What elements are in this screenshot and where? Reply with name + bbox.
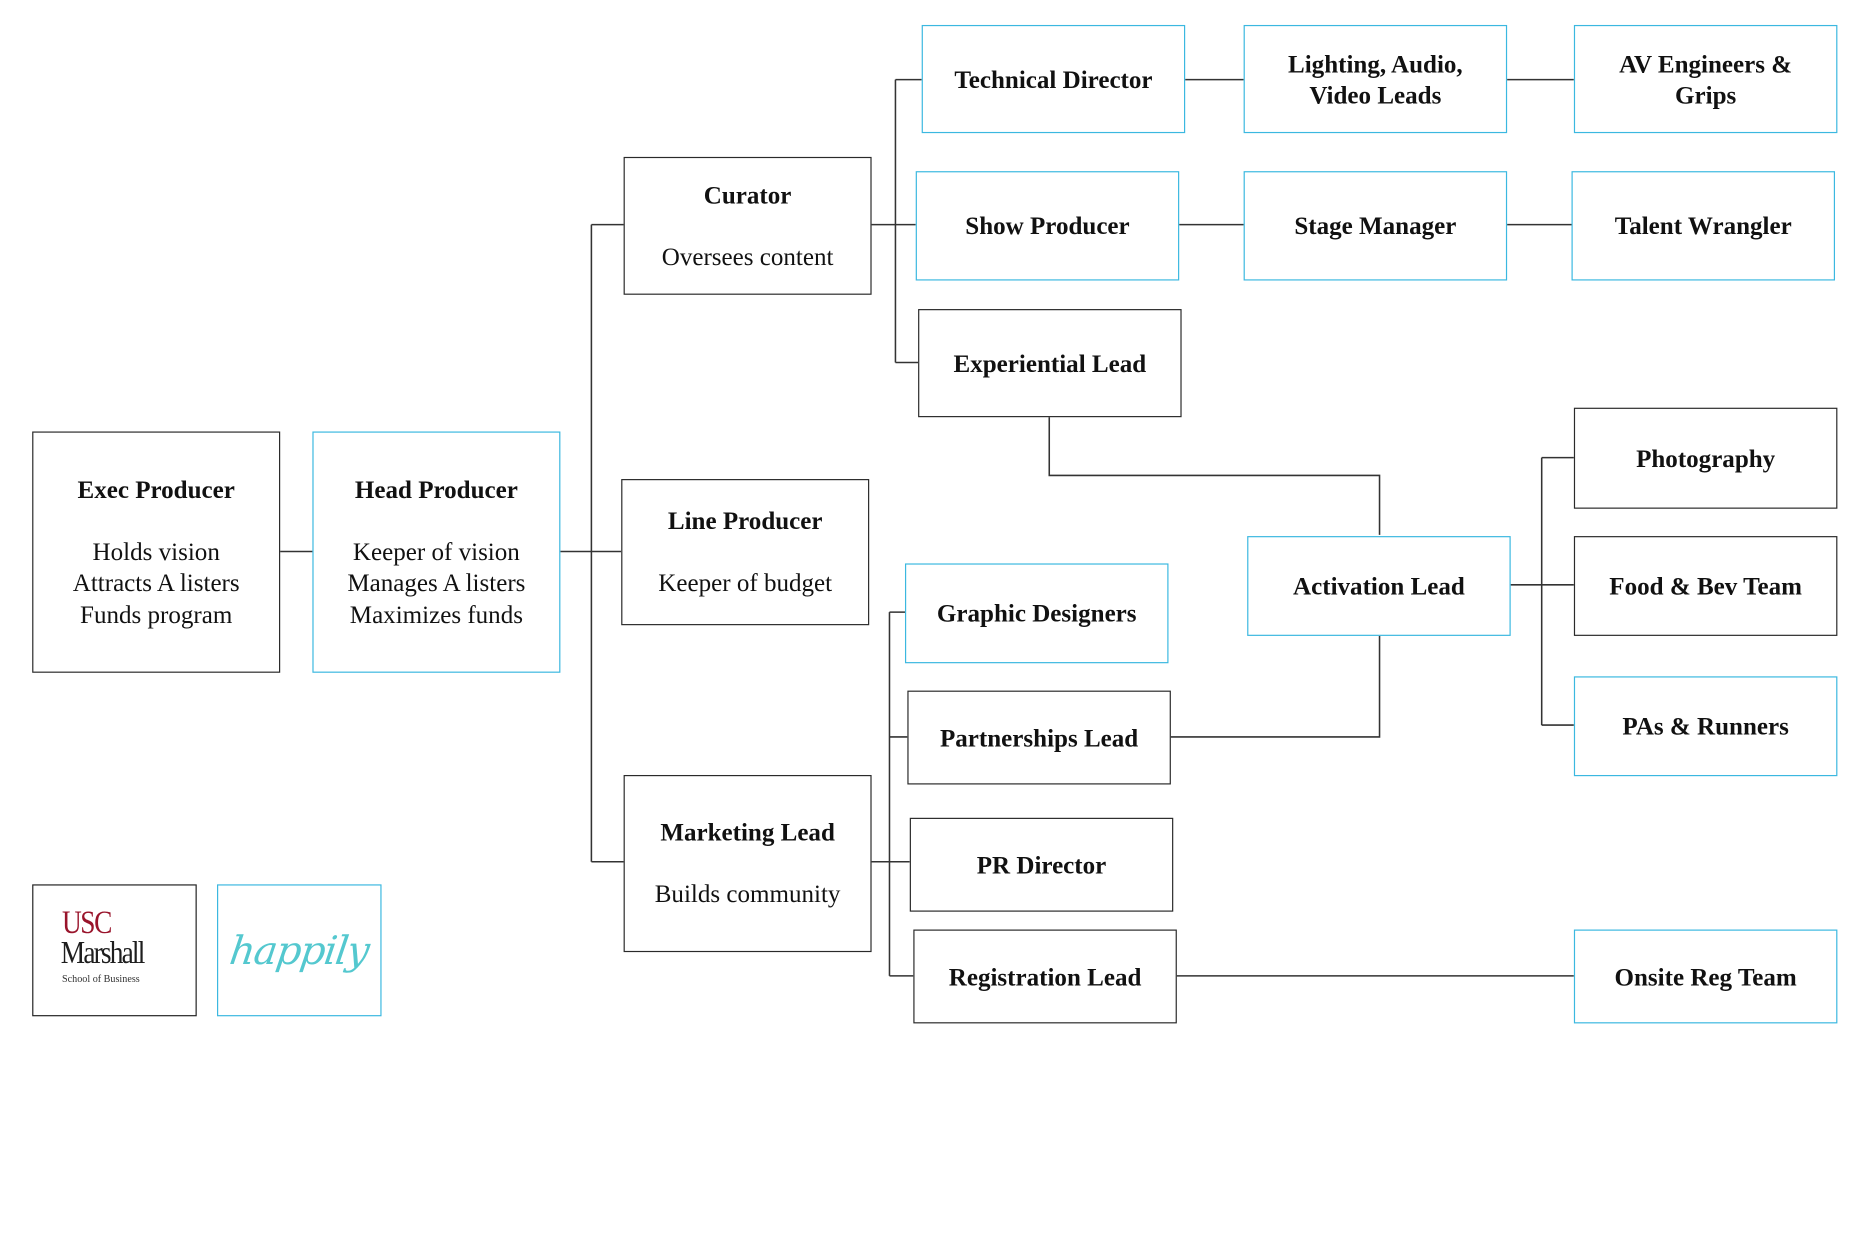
usc-logo-marshall-text: Marshall: [60, 934, 145, 970]
technical-director-box: Technical Director: [921, 24, 1186, 134]
exec-producer-description: Holds vision Attracts A listers Funds pr…: [73, 536, 240, 630]
marketing-lead-box: Marketing Lead Builds community: [623, 774, 872, 953]
talent-wrangler-title: Talent Wrangler: [1614, 211, 1792, 241]
usc-marshall-logo: USC Marshall School of Business: [32, 884, 197, 1017]
experiential-lead-box: Experiential Lead: [918, 309, 1182, 418]
line-producer-box: Line Producer Keeper of budget: [621, 479, 870, 626]
graphic-designers-title: Graphic Designers: [936, 599, 1137, 628]
show-producer-box: Show Producer: [915, 171, 1180, 281]
head-producer-line: Manages A listers: [347, 568, 526, 597]
connector-head-managers: [560, 223, 624, 863]
partnerships-lead-title: Partnerships Lead: [939, 723, 1139, 752]
pas-runners-title: PAs & Runners: [1622, 711, 1789, 741]
connector-lines: [279, 78, 1574, 977]
connector-curator-leads: [870, 78, 922, 364]
pr-director-title: PR Director: [976, 850, 1107, 879]
food-bev-team-box: Food & Bev Team: [1573, 536, 1838, 636]
talent-wrangler-box: Talent Wrangler: [1571, 171, 1836, 281]
stage-manager-title: Stage Manager: [1294, 211, 1457, 241]
partnerships-lead-box: Partnerships Lead: [907, 690, 1171, 785]
onsite-reg-team-title: Onsite Reg Team: [1614, 962, 1797, 991]
line-producer-line: Keeper of budget: [658, 568, 833, 597]
registration-lead-box: Registration Lead: [913, 929, 1177, 1024]
photography-title: Photography: [1636, 443, 1776, 473]
stage-manager-box: Stage Manager: [1243, 171, 1508, 281]
exec-producer-title: Exec Producer: [77, 475, 235, 504]
exec-producer-line: Attracts A listers: [72, 568, 240, 597]
line-producer-title: Line Producer: [667, 506, 823, 536]
curator-line: Oversees content: [661, 242, 834, 271]
av-engineers-title-line: Grips: [1675, 80, 1737, 109]
usc-logo-usc-text: USC: [62, 904, 112, 942]
pas-runners-box: PAs & Runners: [1573, 676, 1838, 777]
lighting-av-leads-title-line: Video Leads: [1309, 80, 1442, 109]
connector-activation-teams: [1509, 456, 1574, 726]
head-producer-box: Head Producer Keeper of vision Manages A…: [312, 431, 561, 673]
connector-experiential-activation: [1048, 416, 1381, 535]
food-bev-team-title: Food & Bev Team: [1609, 571, 1802, 601]
curator-title: Curator: [703, 180, 792, 209]
exec-producer-line: Holds vision: [92, 536, 220, 566]
lighting-av-leads-box: Lighting, Audio, Video Leads: [1243, 24, 1508, 134]
happily-logo-text: happily: [226, 927, 372, 974]
happily-logo: happily: [217, 884, 382, 1017]
marketing-lead-line: Builds community: [654, 879, 841, 909]
av-engineers-box: AV Engineers & Grips: [1573, 24, 1838, 134]
marketing-lead-description: Builds community: [655, 879, 841, 910]
curator-description: Oversees content: [662, 241, 834, 272]
usc-logo-school-text: School of Business: [62, 972, 140, 985]
lighting-av-leads-title-line: Lighting, Audio,: [1288, 49, 1463, 78]
photography-box: Photography: [1573, 407, 1838, 509]
head-producer-line: Maximizes funds: [349, 599, 523, 629]
pr-director-box: PR Director: [909, 817, 1174, 912]
activation-lead-title: Activation Lead: [1293, 571, 1465, 601]
head-producer-line: Keeper of vision: [352, 536, 520, 566]
graphic-designers-box: Graphic Designers: [904, 563, 1169, 664]
connector-marketing-leads: [870, 611, 914, 977]
experiential-lead-title: Experiential Lead: [953, 348, 1147, 378]
marketing-lead-title: Marketing Lead: [660, 818, 835, 847]
head-producer-description: Keeper of vision Manages A listers Maxim…: [347, 536, 525, 630]
head-producer-title: Head Producer: [354, 475, 518, 504]
onsite-reg-team-box: Onsite Reg Team: [1573, 929, 1838, 1024]
exec-producer-box: Exec Producer Holds vision Attracts A li…: [32, 431, 281, 673]
av-engineers-title-line: AV Engineers &: [1619, 49, 1793, 78]
curator-box: Curator Oversees content: [623, 156, 872, 295]
registration-lead-title: Registration Lead: [948, 962, 1142, 991]
line-producer-description: Keeper of budget: [658, 567, 832, 598]
activation-lead-box: Activation Lead: [1247, 536, 1511, 636]
show-producer-title: Show Producer: [965, 211, 1130, 241]
technical-director-title: Technical Director: [954, 64, 1153, 94]
exec-producer-line: Funds program: [80, 599, 233, 629]
connector-partnerships-activation: [1169, 634, 1381, 738]
